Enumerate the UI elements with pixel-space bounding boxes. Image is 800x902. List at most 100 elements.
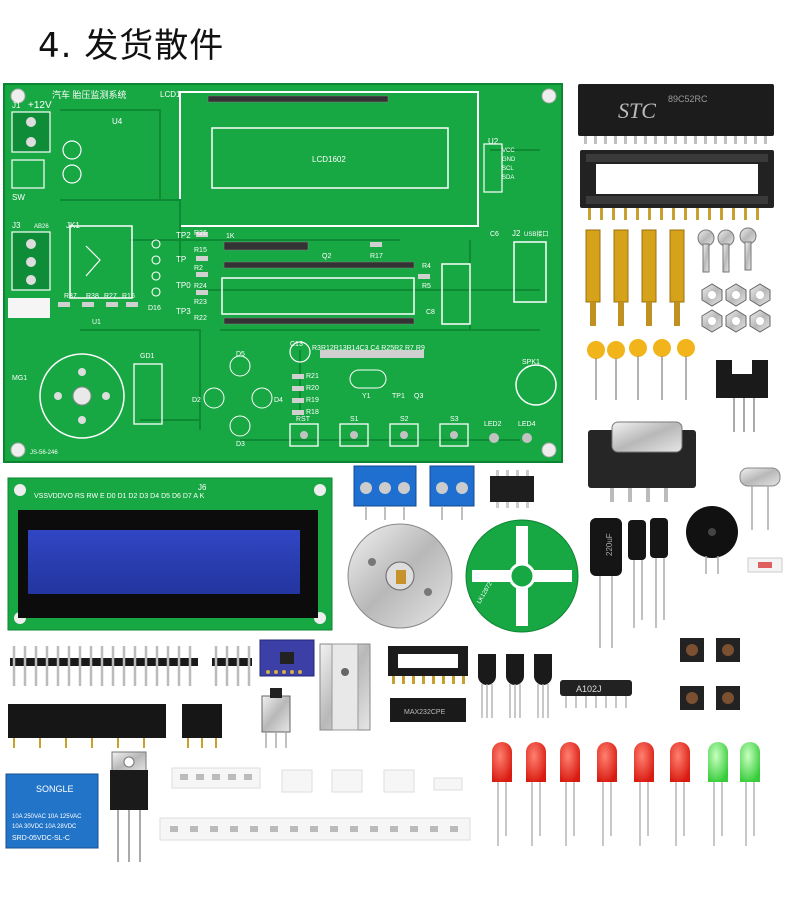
relay: SONGLE 10A 250VAC 10A 125VAC 10A 30VDC 1… (5, 773, 99, 849)
dc-motor (347, 523, 453, 629)
label-r38: R38 (86, 293, 99, 300)
label-d16: D16 (148, 305, 161, 312)
pcb-board: 汽车 胎压监测系统 LCD1 LCD1602 J1 +12V SW J3 AB2… (3, 83, 563, 463)
label-sw: SW (12, 193, 25, 202)
ic-socket-16pin (388, 646, 468, 684)
label-c8: C8 (426, 309, 435, 316)
label-led2: LED2 (484, 421, 502, 428)
label-q3: Q3 (414, 393, 423, 400)
chip-brand: STC (618, 98, 656, 123)
smd-mark (758, 562, 772, 568)
label-power: +12V (28, 100, 52, 111)
label-r27: R27 (104, 293, 117, 300)
max232-label: MAX232CPE (404, 709, 446, 716)
label-q2: Q2 (322, 253, 331, 260)
voltage-regulator (110, 751, 148, 862)
db9-connector (588, 421, 696, 502)
label-sda: SDA (502, 175, 514, 181)
chip-part: 89C52RC (668, 94, 708, 104)
label-u2: U2 (488, 137, 499, 146)
push-switch (261, 688, 291, 748)
relay-brand: SONGLE (36, 784, 74, 794)
label-r5: R5 (422, 283, 431, 290)
label-c13: C13 (290, 341, 303, 348)
lcd-pin-labels: VSSVDDVO RS RW E D0 D1 D2 D3 D4 D5 D6 D7… (34, 493, 205, 500)
mcu-chip: STC 89C52RC (578, 84, 774, 144)
tactile-buttons (680, 638, 740, 710)
sensor-module (259, 639, 315, 677)
label-d2: D2 (192, 397, 201, 404)
relay-line2: 10A 30VDC 10A 28VDC (12, 824, 77, 830)
label-d3: D3 (236, 441, 245, 448)
max232-chip: MAX232CPE (390, 698, 466, 722)
label-d4: D4 (274, 397, 283, 404)
buzzer (686, 506, 738, 574)
label-tp1: TP1 (392, 393, 405, 400)
label-r17: R17 (370, 253, 383, 260)
pin-header-long (10, 646, 198, 686)
label-r18: R18 (306, 409, 319, 416)
label-y1: Y1 (362, 393, 371, 400)
brass-standoffs (585, 229, 685, 326)
label-tp: TP (176, 255, 186, 264)
green-leds (708, 742, 760, 846)
label-r20: R20 (306, 385, 319, 392)
label-vcc: VCC (502, 148, 515, 154)
board-title: 汽车 胎压监测系统 (52, 89, 127, 100)
ceramic-capacitors (587, 339, 695, 400)
ic-8pin (490, 470, 534, 508)
label-tp3: TP3 (176, 307, 191, 316)
label-r4: R4 (422, 263, 431, 270)
terminal-block-3pin (353, 465, 417, 520)
terminal-block-2pin (429, 465, 475, 520)
label-u1: U1 (92, 319, 101, 326)
label-mg1: MG1 (12, 375, 27, 382)
relay-model: SRD-05VDC-SL-C (12, 835, 70, 842)
female-header-short (182, 704, 222, 748)
label-lcd1602: LCD1602 (312, 155, 346, 164)
transistors (478, 654, 552, 718)
label-r24: R24 (194, 283, 207, 290)
label-rst: RST (296, 416, 311, 423)
label-j1: J1 (12, 101, 21, 110)
label-s3: S3 (450, 416, 459, 423)
lcd-module: VSSVDDVO RS RW E D0 D1 D2 D3 D4 D5 D6 D7… (7, 477, 333, 631)
ic-socket-40pin (580, 150, 774, 220)
label-led4: LED4 (518, 421, 536, 428)
female-header-long (8, 704, 166, 748)
label-r22: R22 (194, 315, 207, 322)
cap-label: 220uF (605, 533, 614, 556)
label-tp2: TP2 (176, 231, 191, 240)
label-j3: J3 (12, 221, 21, 230)
label-motor: JS-56-246 (30, 450, 58, 456)
label-d5: D5 (236, 351, 245, 358)
lcd-header-label: J6 (198, 483, 207, 492)
ir-slot-sensor (716, 352, 768, 432)
label-r26: R26 (194, 230, 207, 237)
label-gnd: GND (502, 157, 516, 163)
label-usb: USB接口 (524, 230, 548, 238)
label-r21: R21 (306, 373, 319, 380)
heatsink (319, 643, 371, 731)
label-r37: R37 (64, 293, 77, 300)
label-scl: SCL (502, 166, 514, 172)
crystal-oscillator (739, 467, 781, 530)
encoder-disc: LK12872 (465, 519, 579, 633)
label-gd1: GD1 (140, 353, 155, 360)
smd-resistor-strips (159, 767, 471, 841)
screws (697, 227, 757, 273)
label-r19: R19 (306, 397, 319, 404)
label-jk1: JK1 (66, 221, 80, 230)
label-spk1: SPK1 (522, 359, 540, 366)
label-u4: U4 (112, 117, 123, 126)
resistor-net-label: A102J (576, 684, 602, 694)
label-c6: C6 (490, 231, 499, 238)
label-1k: 1K (226, 233, 235, 240)
red-leds (492, 742, 690, 846)
label-tp0: TP0 (176, 281, 191, 290)
label-r2: R2 (194, 265, 203, 272)
label-j2: J2 (512, 229, 521, 238)
relay-line1: 10A 250VAC 10A 125VAC (12, 814, 82, 820)
page-title: 4. 发货散件 (38, 26, 225, 66)
